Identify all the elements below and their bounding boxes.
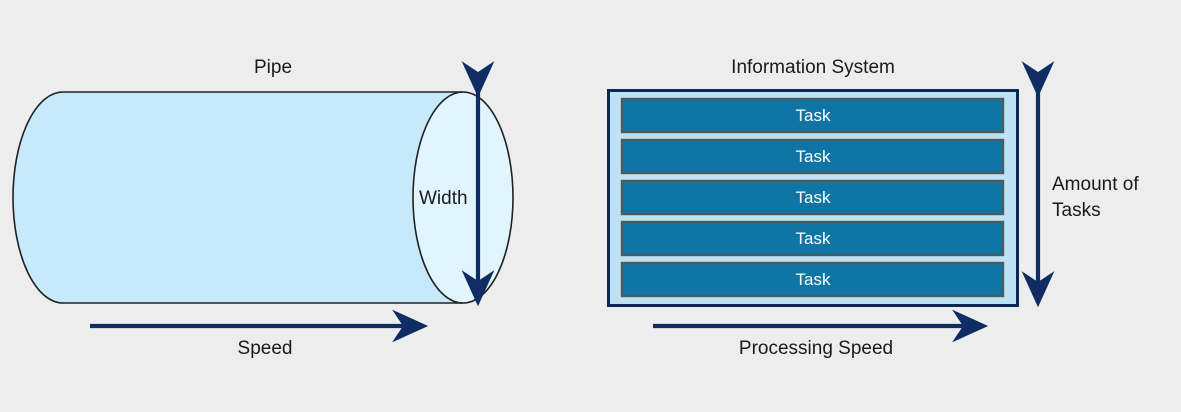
task-bar[interactable] bbox=[620, 261, 1005, 298]
pipe-left-edge bbox=[12, 91, 64, 304]
amount-of-tasks-label-line2: Tasks bbox=[1052, 200, 1101, 221]
amount-of-tasks-label: Amount of Tasks bbox=[1052, 172, 1139, 224]
speed-axis-label: Speed bbox=[237, 338, 293, 359]
task-bar[interactable] bbox=[620, 138, 1005, 175]
pipe-left-cap-fill bbox=[13, 92, 63, 303]
information-system-title: Information System bbox=[731, 57, 895, 78]
pipe-title: Pipe bbox=[253, 57, 293, 78]
task-bar[interactable] bbox=[620, 220, 1005, 257]
task-bar[interactable] bbox=[620, 97, 1005, 134]
task-label: Task bbox=[795, 147, 831, 166]
width-label: Width bbox=[419, 188, 468, 209]
amount-of-tasks-label-line1: Amount of bbox=[1052, 174, 1139, 195]
task-bar-list bbox=[620, 97, 1005, 298]
task-label: Task bbox=[795, 229, 831, 248]
pipe-body-fill bbox=[63, 92, 463, 303]
processing-speed-axis-label: Processing Speed bbox=[738, 338, 894, 359]
task-label: Task bbox=[795, 106, 831, 125]
task-label: Task bbox=[795, 188, 831, 207]
task-label: Task bbox=[795, 270, 831, 289]
task-bar[interactable] bbox=[620, 179, 1005, 216]
